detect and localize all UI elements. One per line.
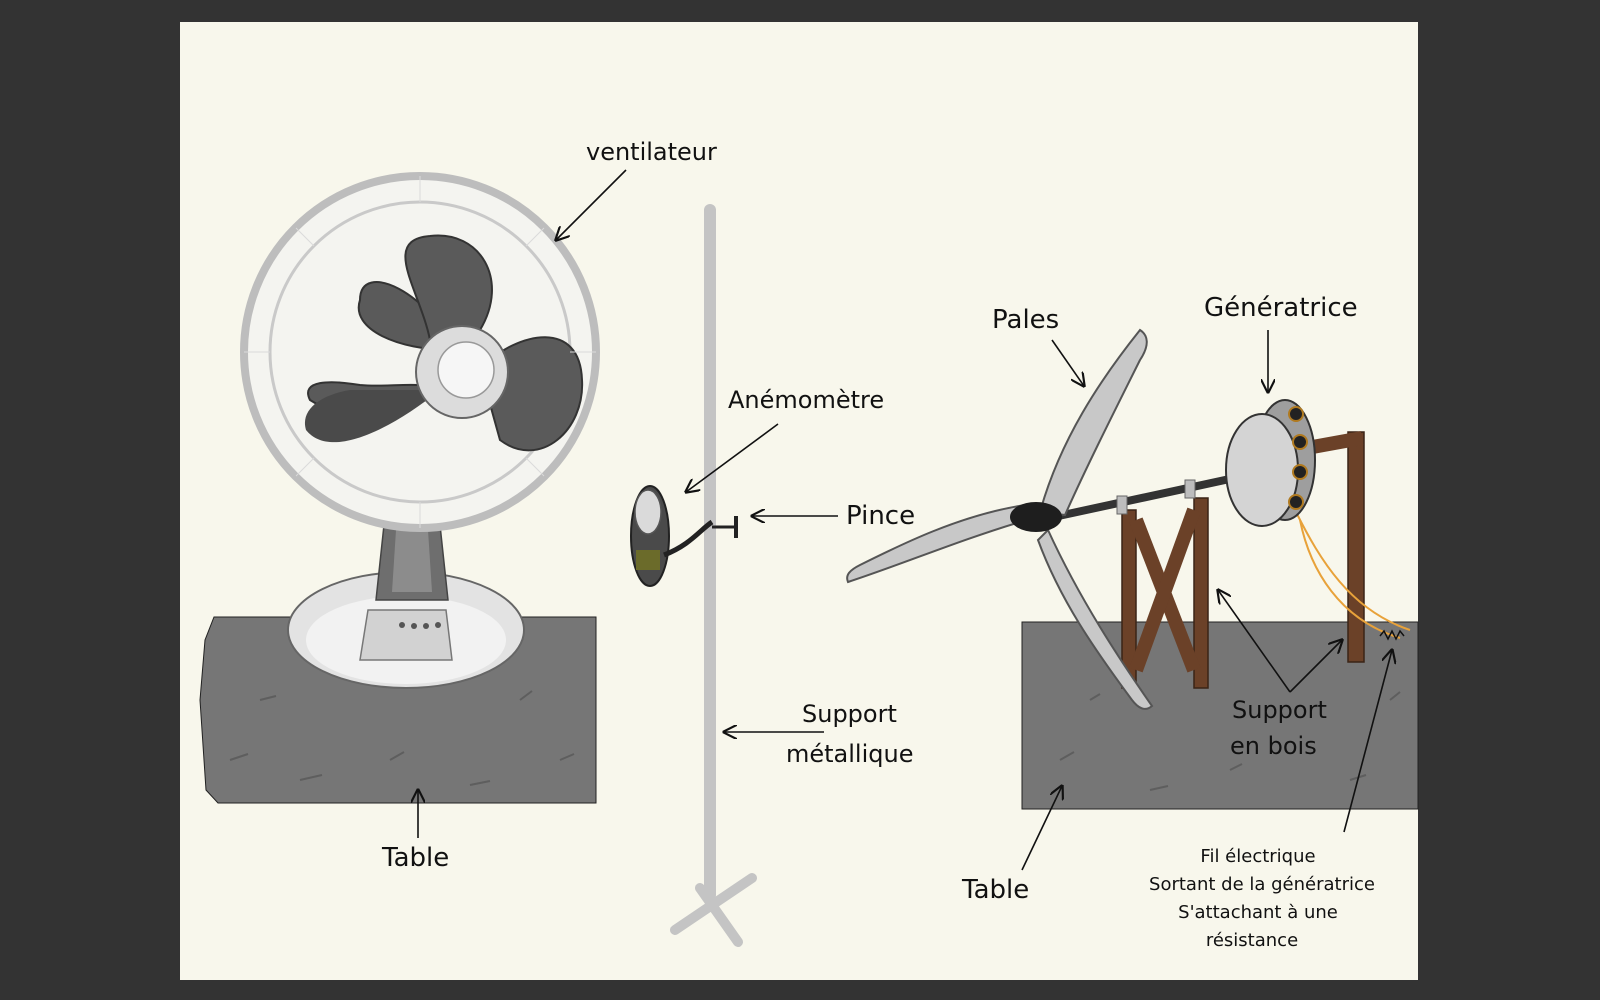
right-table (1021, 621, 1419, 810)
label-wire-2: Sortant de la génératrice (1149, 874, 1375, 895)
annotation-arrows (418, 169, 1392, 871)
label-metal-support-1: Support (802, 700, 897, 728)
label-wire-1: Fil électrique (1200, 846, 1315, 867)
label-wood-support-2: en bois (1230, 732, 1317, 760)
label-anemometer: Anémomètre (728, 386, 884, 414)
generator-icon (1225, 399, 1316, 527)
label-wood-support-1: Support (1232, 696, 1327, 724)
label-table-right: Table (961, 875, 1029, 905)
wire-icon (1295, 511, 1411, 641)
turbine-icon (846, 328, 1266, 710)
label-wire-4: résistance (1206, 930, 1298, 951)
label-wire-3: S'attachant à une (1178, 902, 1338, 923)
label-blades: Pales (992, 305, 1059, 335)
label-clamp: Pince (846, 501, 915, 531)
label-generator: Génératrice (1204, 293, 1358, 323)
fan-icon (240, 172, 600, 689)
anemometer-icon (630, 485, 670, 587)
label-table-left: Table (381, 843, 449, 873)
label-fan: ventilateur (586, 138, 717, 166)
clamp-icon (663, 516, 738, 558)
metal-support-icon (670, 204, 757, 947)
label-metal-support-2: métallique (786, 740, 913, 768)
